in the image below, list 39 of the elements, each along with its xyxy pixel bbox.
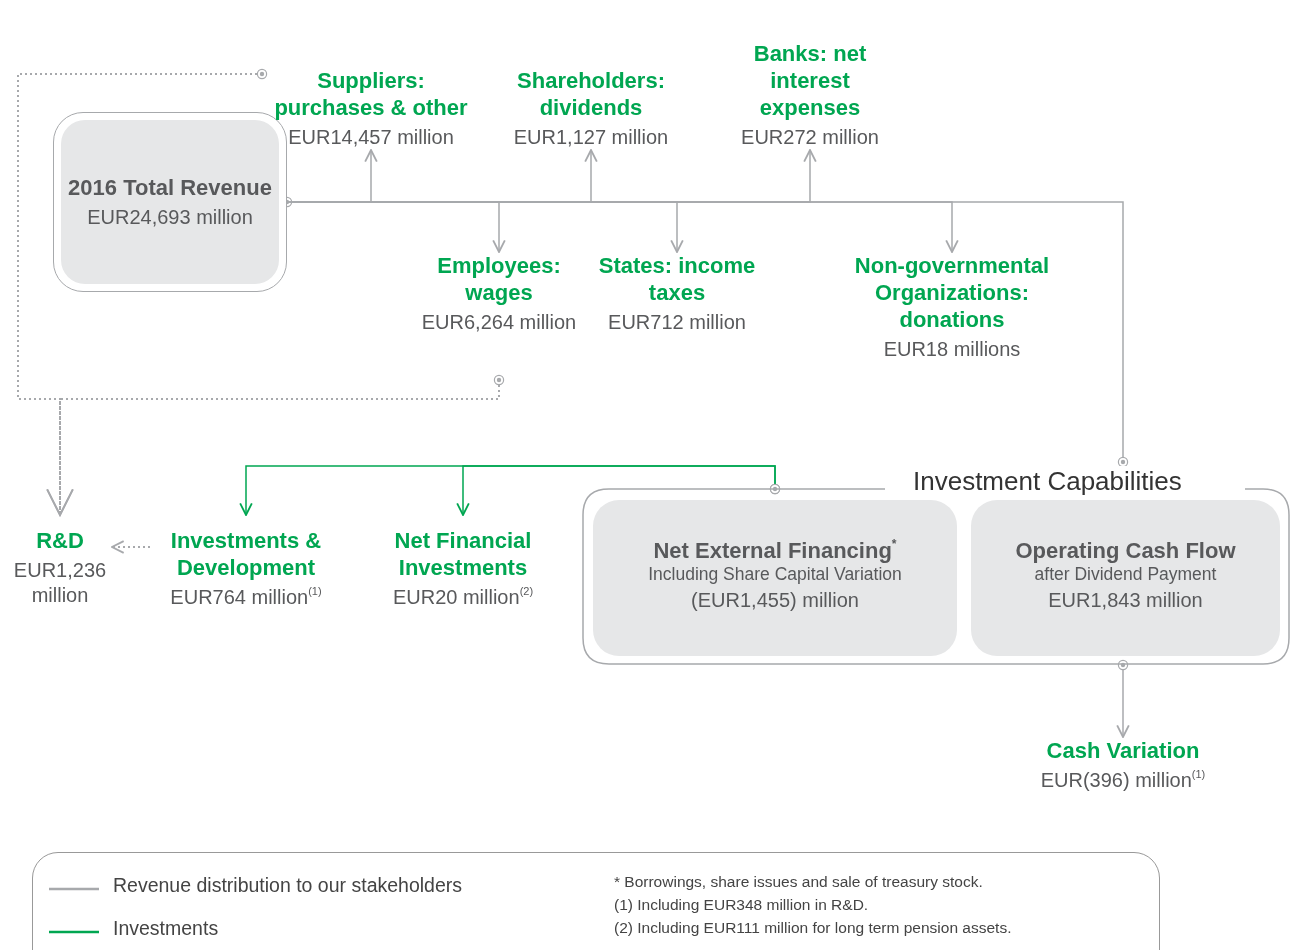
footnote: * Borrowings, share issues and sale of treasury stock. (614, 873, 983, 891)
amount-text: EUR6,264 million (421, 310, 577, 335)
heading: 2016 Total Revenue (68, 174, 272, 201)
amount-text: EUR18 millions (883, 337, 1021, 362)
dotted-arrow (111, 540, 151, 554)
amount-text: (EUR1,455) million (691, 588, 859, 613)
heading: Investments & Development (169, 527, 323, 581)
heading: Net Financial Investments (393, 527, 533, 581)
footnote: (2) Including EUR111 million for long term pension assets. (614, 919, 1012, 937)
summary-card (971, 500, 1280, 656)
amount-text: EUR(396) million$^{(1)}$ (1040, 768, 1206, 793)
amount-text: EUR272 million (741, 125, 879, 150)
heading: Employees: wages (436, 252, 562, 306)
legend-text: Investments (113, 917, 219, 940)
amount-text: EUR20 million$^{(2)}$ (392, 585, 534, 610)
amount-text: EUR764 million$^{(1)}$ (170, 585, 322, 610)
amount-text: EUR712 million (608, 310, 746, 335)
subtitle: Including Share Capital Variation (648, 564, 902, 584)
amount-text: EUR1,843 million (1048, 588, 1203, 613)
summary-card (593, 500, 957, 656)
amount-text: EUR1,236 million (12, 558, 108, 608)
heading: Banks: net interest expenses (752, 40, 868, 121)
heading: Net External Financing$^{*}$ (653, 537, 897, 564)
dotted-arrow (46, 374, 505, 516)
amount-text: EUR24,693 million (87, 205, 253, 230)
legend-text: Revenue distribution to our stakeholders (113, 874, 463, 897)
heading: Cash Variation (1046, 737, 1200, 764)
arrow (456, 465, 781, 516)
amount-text: EUR14,457 million (288, 125, 454, 150)
arrow (1116, 659, 1130, 738)
heading: Non-governmental Organizations: donations (853, 252, 1051, 333)
amount-text: EUR1,127 million (513, 125, 669, 150)
heading: Shareholders: dividends (516, 67, 666, 121)
heading: R&D (36, 527, 84, 554)
heading: Suppliers: purchases & other (273, 67, 469, 121)
heading: States: income taxes (597, 252, 757, 306)
heading: Operating Cash Flow (1015, 537, 1236, 564)
footnote: (1) Including EUR348 million in R&D. (614, 896, 869, 914)
subtitle: after Dividend Payment (1034, 564, 1217, 584)
